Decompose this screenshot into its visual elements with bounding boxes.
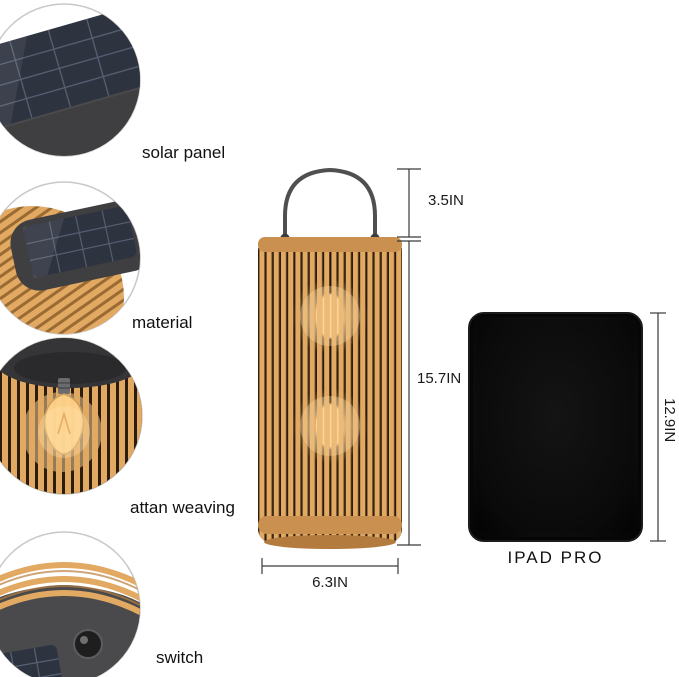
lantern-illustration <box>245 158 415 575</box>
svg-text:☀: ☀ <box>3 137 14 149</box>
dim-handle-height: 3.5IN <box>428 192 464 209</box>
dim-width: 6.3IN <box>312 574 348 591</box>
callout-solar-panel: ☀ <box>0 2 144 158</box>
ipad-illustration <box>468 312 643 542</box>
material-photo <box>0 181 141 335</box>
callout-material <box>0 180 144 336</box>
solar-panel-photo: ☀ <box>0 3 141 157</box>
callout-label-rattan-weaving: attan weaving <box>130 498 235 517</box>
ipad-label: IPAD PRO <box>507 548 604 567</box>
callout-label-switch: switch <box>156 648 204 667</box>
lantern-handle <box>283 167 377 240</box>
callout-label-material: material <box>132 313 193 332</box>
dim-ipad-height: 12.9IN <box>661 398 678 443</box>
callout-label-solar-panel: solar panel <box>142 143 226 162</box>
rattan-weaving-photo <box>0 337 143 495</box>
callout-switch <box>0 530 144 677</box>
dim-body-height: 15.7IN <box>417 370 462 387</box>
switch-photo <box>0 531 141 677</box>
callout-rattan-weaving <box>0 336 144 496</box>
